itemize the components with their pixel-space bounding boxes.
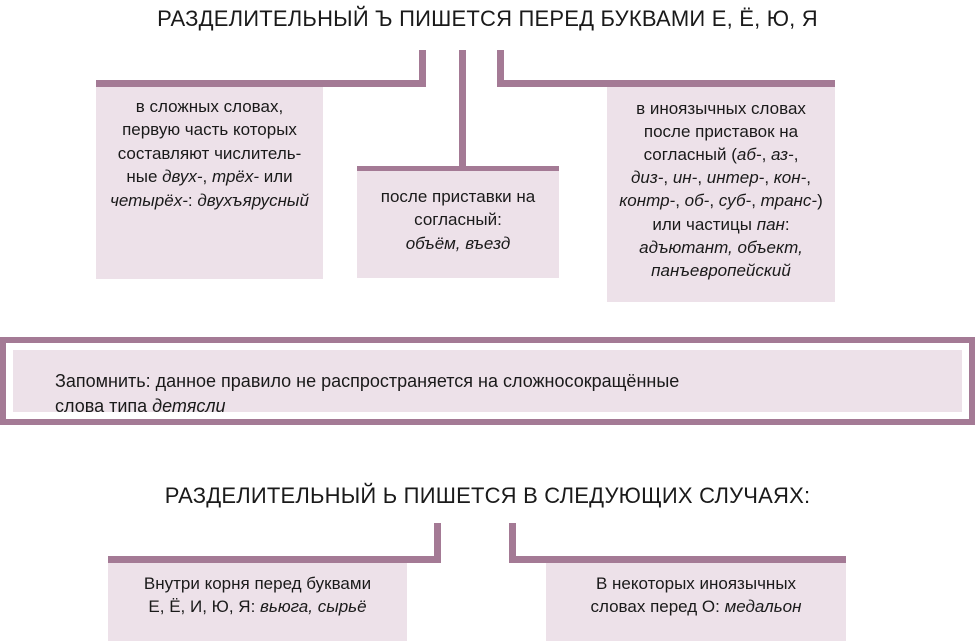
example-text: трёх- (211, 167, 260, 187)
connector-left-vertical (434, 523, 441, 563)
text: , (751, 191, 761, 211)
box-line: ные двух-, трёх- или (96, 165, 323, 188)
example-text: интер- (706, 168, 765, 188)
hard-sign-compound-words-box: в сложных словах, первую часть которых с… (96, 87, 323, 279)
example-text: пан (756, 214, 785, 234)
example-text: объём, въезд (405, 233, 511, 253)
box-line: составляют числитель- (117, 143, 302, 163)
hard-sign-prefix-box: после приставки на согласный: объём, въе… (357, 166, 559, 278)
example-text: адъютант, объект, (639, 237, 803, 257)
text: слова типа (55, 396, 153, 417)
text: , (764, 168, 774, 188)
text: согласный ( (643, 145, 737, 165)
note-line: Запомнить: данное правило не распростран… (55, 371, 680, 391)
box-line: согласный (аб-, аз-, (607, 143, 835, 166)
box-line: диз-, ин-, интер-, кон-, (607, 166, 835, 189)
connector-center-vertical (459, 50, 466, 170)
example-text: панъевропейский (651, 260, 791, 280)
note-line: слова типа детясли (55, 394, 875, 419)
box-line: согласный: (414, 210, 502, 230)
text: , (761, 145, 772, 165)
example-text: двухъярусный (197, 190, 309, 210)
example-text: транс- (760, 191, 818, 211)
example-text: медальон (724, 597, 802, 617)
box-line: Е, Ё, И, Ю, Я: вьюга, сырьё (108, 595, 407, 618)
text: или (259, 167, 293, 187)
box-line: в сложных словах, (135, 97, 284, 116)
connector-left-vertical (419, 50, 426, 87)
text: ) (817, 191, 823, 211)
text: или частицы (652, 214, 757, 234)
text: , (663, 168, 673, 188)
box-line: Внутри корня перед буквами (143, 574, 372, 593)
connector-right-vertical (497, 50, 504, 87)
box-line: В некоторых иноязычных (595, 574, 797, 593)
text: словах перед О: (590, 597, 725, 617)
connector-left-horizontal (108, 556, 441, 563)
box-line: первую часть которых (122, 120, 297, 140)
connector-right-horizontal (497, 80, 835, 87)
example-text: вьюга, сырьё (260, 597, 367, 617)
example-text: двух- (162, 167, 203, 187)
example-text: диз- (630, 168, 664, 188)
text: : (187, 190, 198, 210)
text: , (202, 167, 212, 187)
example-text: аб- (736, 145, 762, 165)
example-text: ин- (672, 168, 698, 188)
note-background: Запомнить: данное правило не распростран… (13, 350, 962, 416)
text: , (675, 191, 685, 211)
connector-left-horizontal (96, 80, 426, 87)
text: , (697, 168, 707, 188)
text: , (793, 145, 799, 165)
text: : (784, 214, 790, 234)
soft-sign-foreign-box: В некоторых иноязычных словах перед О: м… (546, 563, 846, 641)
text: ные (126, 167, 163, 187)
box-line: в иноязычных словах (636, 99, 806, 118)
text: , (709, 191, 719, 211)
example-text: аз- (771, 145, 794, 165)
text: Е, Ё, И, Ю, Я: (148, 597, 261, 617)
example-text: суб- (718, 191, 752, 211)
soft-sign-title: РАЗДЕЛИТЕЛЬНЫЙ Ь ПИШЕТСЯ В СЛЕДУЮЩИХ СЛУ… (164, 483, 811, 508)
soft-sign-root-box: Внутри корня перед буквами Е, Ё, И, Ю, Я… (108, 563, 407, 641)
example-text: четырёх- (110, 190, 188, 210)
example-text: контр- (619, 191, 676, 211)
hard-sign-title: РАЗДЕЛИТЕЛЬНЫЙ Ъ ПИШЕТСЯ ПЕРЕД БУКВАМИ Е… (157, 6, 818, 31)
box-line: словах перед О: медальон (546, 595, 846, 618)
example-text: кон- (773, 168, 807, 188)
box-line: после приставок на (643, 122, 799, 142)
box-line: контр-, об-, суб-, транс-) (607, 189, 835, 212)
hard-sign-foreign-words-box: в иноязычных словах после приставок на с… (607, 87, 835, 302)
box-line: после приставки на (380, 187, 536, 206)
connector-right-vertical (509, 523, 516, 563)
connector-right-horizontal (509, 556, 846, 563)
remember-note: Запомнить: данное правило не распростран… (0, 337, 975, 425)
example-text: об- (684, 191, 710, 211)
text: , (806, 168, 812, 188)
example-text: детясли (152, 396, 226, 417)
box-line: или частицы пан: (607, 213, 835, 236)
note-text: Запомнить: данное правило не распростран… (55, 369, 875, 419)
box-line: четырёх-: двухъярусный (96, 189, 323, 212)
